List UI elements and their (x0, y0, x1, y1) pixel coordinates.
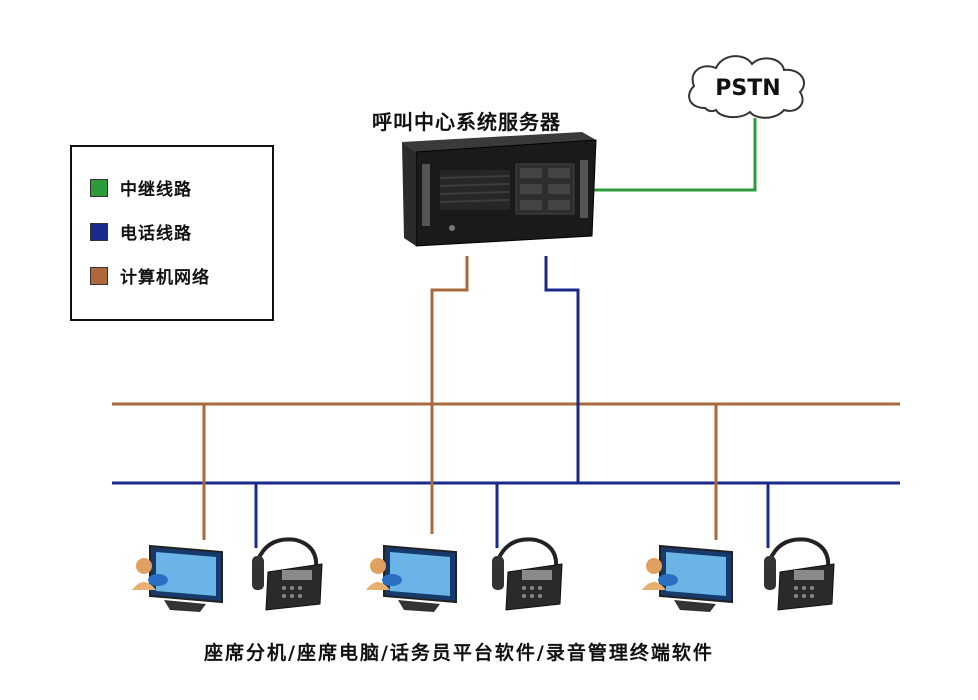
workstation-1 (132, 537, 323, 612)
server-title: 呼叫中心系统服务器 (372, 110, 561, 134)
phone-icon (492, 537, 563, 611)
user-icon (366, 558, 402, 590)
workstation-2 (366, 537, 563, 612)
trunk-line (592, 118, 757, 192)
bottom-caption: 座席分机/座席电脑/话务员平台软件/录音管理终端软件 (204, 642, 714, 664)
pstn-cloud: PSTN (688, 55, 805, 119)
legend-item-trunk: 中继线路 (90, 175, 192, 200)
monitor-icon (383, 544, 457, 612)
legend-label-phone: 电话线路 (120, 224, 192, 244)
call-center-server (402, 132, 597, 247)
server-phone-link (544, 256, 580, 483)
phone-icon (252, 537, 323, 611)
phone-icon (764, 537, 835, 611)
pstn-label: PSTN (715, 76, 780, 101)
legend-swatch-network (90, 266, 108, 285)
legend-label-trunk: 中继线路 (120, 180, 192, 200)
legend-item-network: 计算机网络 (90, 263, 210, 288)
workstation-3 (642, 537, 835, 612)
user-icon (132, 558, 168, 590)
user-icon (642, 558, 678, 590)
legend-label-network: 计算机网络 (120, 268, 210, 288)
legend: 中继线路 电话线路 计算机网络 (70, 145, 274, 321)
server-network-link (430, 256, 469, 534)
legend-swatch-phone (90, 222, 108, 241)
legend-swatch-trunk (90, 178, 108, 197)
monitor-icon (659, 544, 733, 612)
legend-item-phone: 电话线路 (90, 219, 192, 244)
